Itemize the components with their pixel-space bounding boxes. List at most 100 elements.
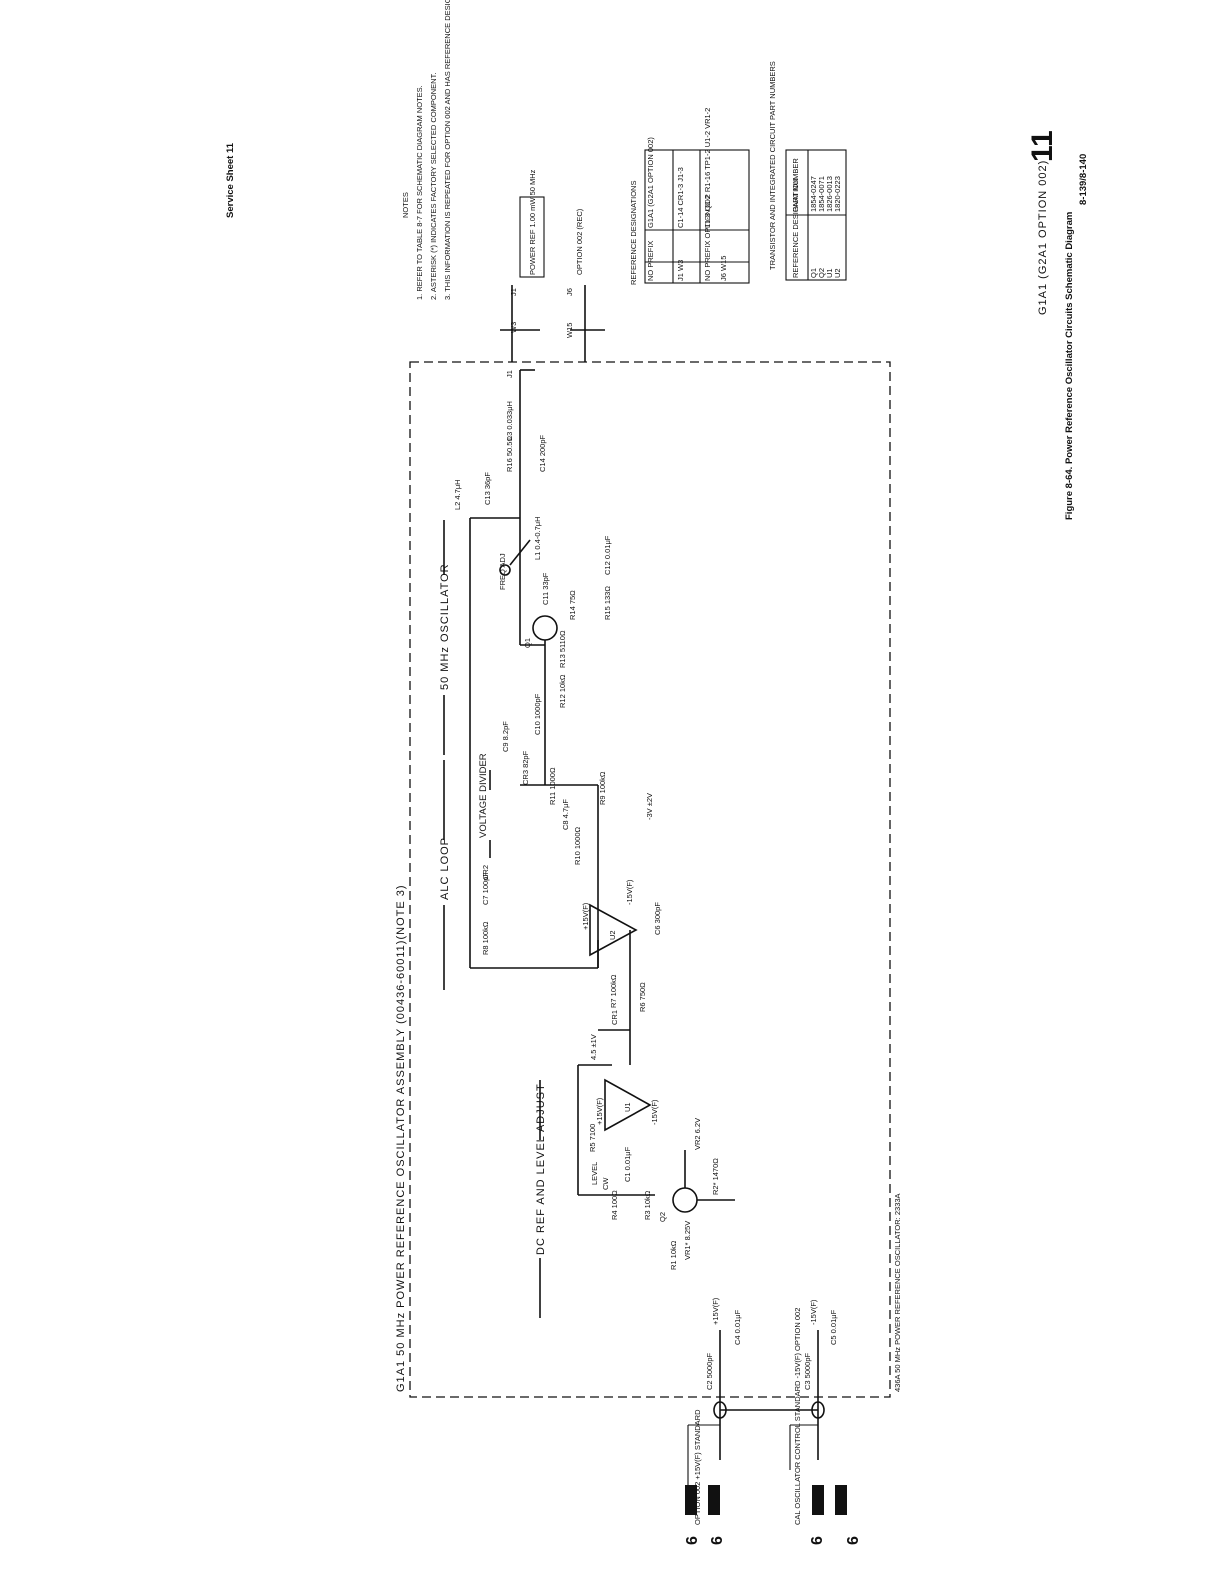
label-c2: C2 5000pF bbox=[705, 1352, 714, 1390]
part-numbers-table: TRANSISTOR AND INTEGRATED CIRCUIT PART N… bbox=[768, 61, 847, 281]
j1-label: J1 bbox=[509, 288, 518, 296]
label-u2-pos: +15V(F) bbox=[581, 902, 590, 930]
plug-2-body bbox=[812, 1485, 824, 1515]
label-c4: C4 0.01μF bbox=[733, 1309, 742, 1345]
label-l1: L1 0.4-0.7μH bbox=[533, 516, 542, 560]
label-c12: C12 0.01μF bbox=[603, 535, 612, 575]
label-q2: Q2 bbox=[658, 1212, 667, 1222]
plug-connectors: 6 OPTION 002 +15V(F) STANDARD 6 6 CAL OS… bbox=[684, 1308, 862, 1545]
label-cr2: CR2 bbox=[481, 865, 490, 880]
parts-row-q1-ref: Q1 bbox=[809, 268, 818, 278]
power-ref-connectors: W3 J1 W15 J6 POWER REF 1.00 mW 50 MHz OP… bbox=[500, 169, 605, 362]
label-c13: C13 36pF bbox=[483, 472, 492, 505]
label-j1-out: J1 bbox=[505, 370, 514, 378]
label-cr3: CR3 82pF bbox=[521, 750, 530, 785]
label-r1: R1 10kΩ bbox=[669, 1240, 678, 1270]
parts-row-q1-num: 1854-0247 bbox=[809, 176, 818, 212]
option-002-rec-label: OPTION 002 (REC) bbox=[575, 208, 584, 275]
label-vr1: VR1* 8.25V bbox=[683, 1221, 692, 1260]
w15-label: W15 bbox=[565, 323, 574, 338]
page-numbers: 8-139/8-140 bbox=[1078, 154, 1089, 205]
service-sheet-label: Service Sheet 11 bbox=[225, 142, 236, 218]
ref-row1-col2: C1-14 CR1-3 J1-3 bbox=[676, 167, 685, 228]
label-r16: R16 50.5Ω bbox=[505, 436, 514, 472]
label-level: LEVEL bbox=[590, 1162, 599, 1185]
notes-title: NOTES bbox=[401, 192, 410, 218]
parts-col1-header: REFERENCE DESIGNATION bbox=[791, 179, 800, 278]
label-u1: U1 bbox=[623, 1102, 632, 1112]
parts-row-u1-num: 1826-0013 bbox=[825, 176, 834, 212]
section-dc-title: DC REF AND LEVEL ADJUST bbox=[535, 1083, 547, 1255]
label-u2-neg: -15V(F) bbox=[625, 879, 634, 905]
label-r6: R6 750Ω bbox=[638, 982, 647, 1012]
label-c8: C8 4.7μF bbox=[561, 799, 570, 830]
ref-row2-col2: L1-3 Q1-2 R1-16 TP1-2 U1-2 VR1-2 bbox=[703, 108, 712, 228]
label-c1: C1 0.01μF bbox=[623, 1146, 632, 1182]
label-c10: C10 1000pF bbox=[533, 693, 542, 735]
assembly-title: G1A1 50 MHz POWER REFERENCE OSCILLATOR A… bbox=[395, 884, 407, 1392]
label-r10: R10 1000Ω bbox=[573, 826, 582, 865]
label-r9: R9 100kΩ bbox=[598, 771, 607, 805]
label-u2: U2 bbox=[608, 930, 617, 940]
parts-row-u2-num: 1820-0223 bbox=[833, 176, 842, 212]
label-r8: R8 100kΩ bbox=[481, 921, 490, 955]
label-cr1: CR1 bbox=[610, 1010, 619, 1025]
plug-2-num: 6 bbox=[809, 1536, 826, 1545]
option-title: G1A1 (G2A1 OPTION 002) bbox=[1037, 160, 1049, 315]
note-2: 2. ASTERISK (*) INDICATES FACTORY SELECT… bbox=[429, 73, 438, 300]
parts-row-q2-ref: Q2 bbox=[817, 268, 826, 278]
plug-1-body bbox=[685, 1485, 697, 1515]
label-r13: R13 5110Ω bbox=[558, 630, 567, 668]
ref-row2-col1: NO PREFIX OPTION 002 bbox=[703, 195, 712, 281]
label-u1-neg: -15V(F) bbox=[650, 1099, 659, 1125]
parts-row-q2-num: 1854-0071 bbox=[817, 176, 826, 212]
label-c6: C6 300pF bbox=[653, 902, 662, 935]
section-dc-ref: DC REF AND LEVEL ADJUST bbox=[535, 1080, 547, 1318]
ref-row3-col1: J6 W15 bbox=[719, 256, 728, 281]
note-1: 1. REFER TO TABLE 8-7 FOR SCHEMATIC DIAG… bbox=[415, 85, 424, 300]
label-vr2: VR2 6.2V bbox=[693, 1118, 702, 1150]
parts-row-u1-ref: U1 bbox=[825, 268, 834, 278]
assembly-boundary bbox=[409, 361, 891, 1398]
j6-label: J6 bbox=[565, 288, 574, 296]
label-cw: CW bbox=[601, 1177, 610, 1190]
w3-label: W3 bbox=[509, 322, 518, 333]
label-l3: L3 0.033μH bbox=[505, 401, 514, 440]
label-freq-adj: FREQ ADJ bbox=[498, 553, 507, 590]
plug-2-label: CAL OSCILLATOR CONTROL STANDARD -15V(F) … bbox=[793, 1308, 802, 1525]
ref-row1-col1: J1 W3 bbox=[676, 260, 685, 281]
label-c11: C11 33pF bbox=[541, 572, 550, 605]
note-3: 3. THIS INFORMATION IS REPEATED FOR OPTI… bbox=[443, 0, 452, 300]
plug-1-label: OPTION 002 +15V(F) STANDARD bbox=[693, 1409, 702, 1525]
section-osc-title: 50 MHz OSCILLATOR bbox=[439, 563, 451, 690]
main-wiring bbox=[469, 369, 825, 1490]
label-q1: Q1 bbox=[523, 638, 532, 648]
ref-col1-header: NO PREFIX bbox=[646, 241, 655, 281]
label-u1-pos: +15V(F) bbox=[595, 1097, 604, 1125]
parts-row-u2-ref: U2 bbox=[833, 268, 842, 278]
figure-caption: Figure 8-64. Power Reference Oscillator … bbox=[1064, 212, 1075, 520]
power-ref-label: POWER REF 1.00 mW 50 MHz bbox=[528, 169, 537, 275]
label-r2: R2* 1470Ω bbox=[711, 1158, 720, 1195]
ref-designations-table: REFERENCE DESIGNATIONS NO PREFIX G1A1 (G… bbox=[629, 108, 750, 285]
label-c7: C7 100pF bbox=[481, 872, 490, 905]
label-supply-n15: -15V(F) bbox=[809, 1299, 818, 1325]
label-r14: R14 75Ω bbox=[568, 590, 577, 620]
sheet-number: 11 bbox=[1026, 130, 1059, 162]
section-divider-title: VOLTAGE DIVIDER bbox=[478, 753, 489, 838]
ref-table-title: REFERENCE DESIGNATIONS bbox=[629, 181, 638, 285]
label-r11: R11 1000Ω bbox=[548, 767, 557, 805]
section-osc: 50 MHz OSCILLATOR bbox=[439, 520, 451, 755]
label-c3: C3 5000pF bbox=[803, 1352, 812, 1390]
plug-1b-num: 6 bbox=[709, 1536, 726, 1545]
plug-2b-body bbox=[835, 1485, 847, 1515]
ref-col2-header: G1A1 (G2A1 OPTION 002) bbox=[646, 137, 655, 228]
label-r5: R5 7100 bbox=[588, 1124, 597, 1152]
section-alc-title: ALC LOOP bbox=[439, 837, 451, 900]
label-r4: R4 100Ω bbox=[610, 1190, 619, 1220]
label-r15: R15 133Ω bbox=[603, 586, 612, 620]
label-supply-p15: +15V(F) bbox=[711, 1297, 720, 1325]
parts-col2-header: PART NUMBER bbox=[791, 158, 800, 212]
